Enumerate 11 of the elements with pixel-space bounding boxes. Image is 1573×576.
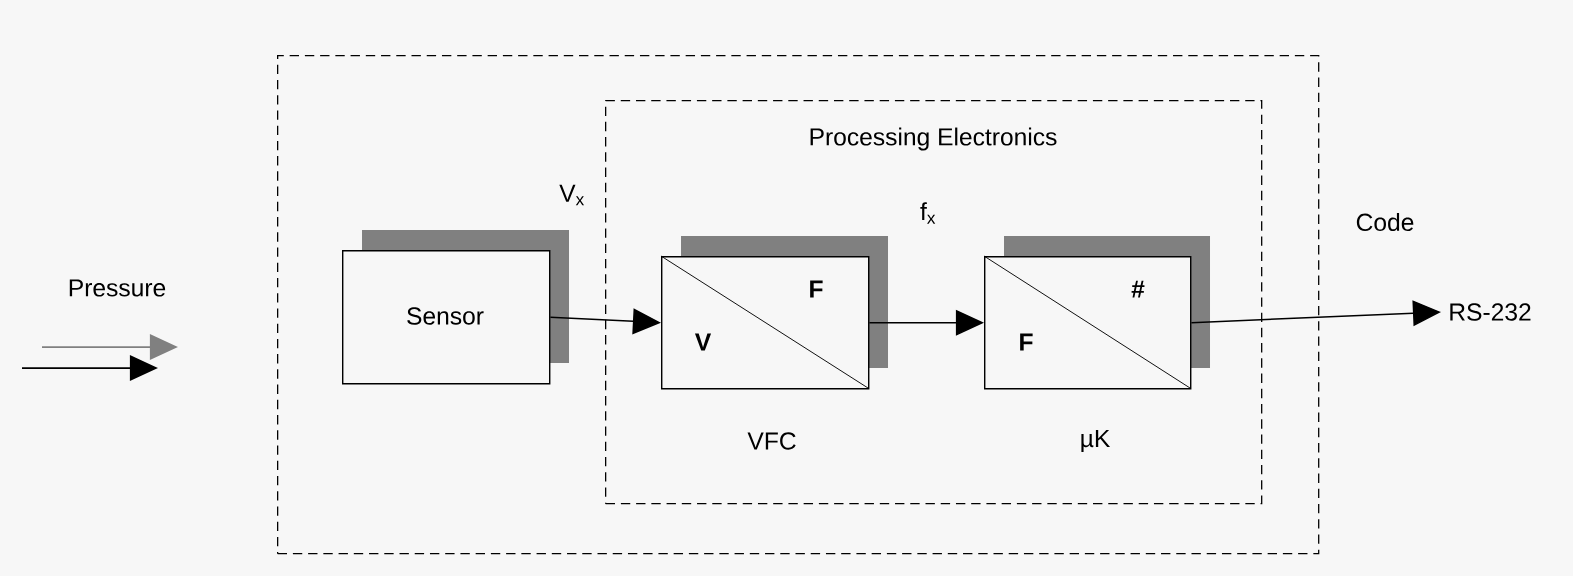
converter-block: # F bbox=[983, 236, 1210, 390]
signal-label: Pressure bbox=[69, 279, 166, 297]
block-caption: µK bbox=[1081, 430, 1110, 453]
dashed-frame bbox=[277, 55, 1320, 555]
block-caption: VFC bbox=[747, 432, 796, 450]
output-label: RS-232 bbox=[1450, 303, 1531, 321]
signal-label: Code bbox=[1356, 213, 1414, 232]
signal-label: f$_{x}$ bbox=[920, 202, 936, 224]
signal-label: V$_{x}$ bbox=[559, 184, 585, 206]
sensor-block: Sensor bbox=[342, 230, 569, 385]
converter-block: F V bbox=[660, 236, 888, 390]
